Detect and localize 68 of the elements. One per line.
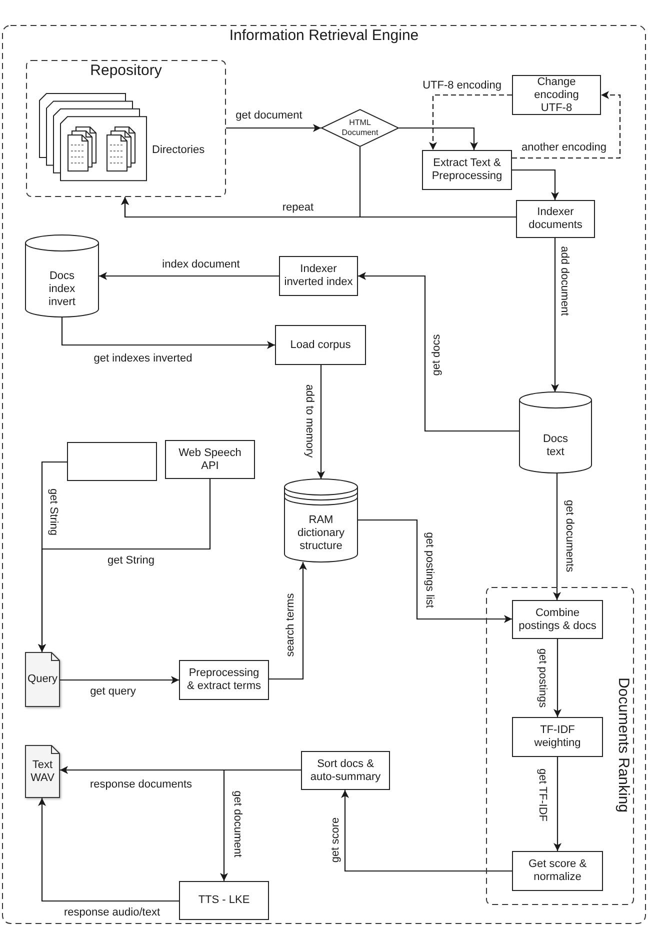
arrow	[554, 757, 562, 851]
arrow	[317, 365, 325, 479]
process-box: Change encoding UTF-8	[512, 75, 601, 115]
database-cylinder: Docs index invert	[25, 235, 99, 317]
edge-label: get TF-IDF	[536, 768, 548, 822]
edge-label: response documents	[90, 778, 192, 792]
edge-label: UTF-8 encoding	[422, 80, 502, 92]
arrow	[226, 124, 321, 132]
arrow	[38, 798, 179, 902]
edge-label: get document	[230, 790, 244, 858]
edge-label: get query	[90, 686, 136, 698]
edge-label: add document	[558, 246, 570, 316]
edge-label: response audio/text	[64, 906, 160, 920]
process-box: Sort docs & auto-summary	[301, 751, 390, 790]
arrow	[341, 790, 512, 872]
process-box: Web Speech API	[165, 440, 255, 479]
process-box: Indexer documents	[516, 200, 595, 238]
process-box: Indexer inverted index	[279, 256, 358, 296]
arrow	[553, 473, 561, 600]
arrow	[99, 272, 279, 280]
dashed-group-frame	[2, 25, 646, 924]
edge-label: add to memory	[302, 384, 316, 458]
database-cylinder: RAM dictionary structure	[284, 479, 358, 562]
dashed-group-frame	[26, 60, 226, 197]
arrow	[399, 127, 478, 150]
group-title: Documents Ranking	[614, 677, 632, 813]
arrow	[60, 676, 179, 684]
edge-label: get indexes inverted	[94, 352, 192, 366]
edge-label: another encoding	[522, 142, 606, 154]
dashed-arrow	[512, 91, 621, 159]
arrow	[121, 197, 516, 218]
edge-label: get docs	[430, 334, 444, 376]
process-box: Extract Text & Preprocessing	[422, 150, 512, 190]
edge-label: get String	[107, 554, 155, 568]
edge-label: get postings list	[422, 532, 436, 608]
edge-label: get documents	[562, 500, 576, 572]
edge-label: get postings	[536, 648, 548, 708]
group-title: Information Retrieval Engine	[229, 27, 419, 45]
database-cylinder: Docs text	[519, 392, 592, 473]
arrow	[551, 238, 559, 392]
arrow	[220, 769, 301, 881]
edge-label: search terms	[284, 593, 298, 657]
process-box: TTS - LKE	[179, 881, 269, 920]
process-box: Load corpus	[275, 325, 366, 365]
edge-label: get document	[236, 110, 302, 122]
dashed-group-frame	[486, 587, 634, 905]
folder-label: Directories	[152, 144, 205, 157]
process-box: TF-IDF weighting	[512, 717, 603, 757]
arrow	[554, 639, 562, 717]
process-box	[67, 442, 157, 481]
process-box: Combine postings & docs	[512, 600, 603, 639]
arrow	[269, 562, 307, 680]
edge-label: index document	[162, 258, 240, 272]
document-shape: Query	[25, 652, 60, 707]
process-box: Get score & normalize	[512, 851, 603, 891]
edge-label: repeat	[282, 202, 314, 214]
arrow	[61, 317, 275, 349]
edge-label: get score	[330, 817, 342, 863]
arrow	[358, 272, 519, 432]
arrow	[512, 169, 559, 200]
decision-diamond: HTML Document	[321, 109, 399, 147]
edge-label: get String	[46, 488, 60, 536]
dashed-arrow	[429, 94, 512, 150]
group-title: Repository	[90, 62, 162, 80]
process-box: Preprocessing & extract terms	[179, 660, 269, 700]
arrow	[38, 479, 211, 652]
arrow	[358, 519, 512, 623]
document-shape: Text WAV	[25, 745, 60, 798]
